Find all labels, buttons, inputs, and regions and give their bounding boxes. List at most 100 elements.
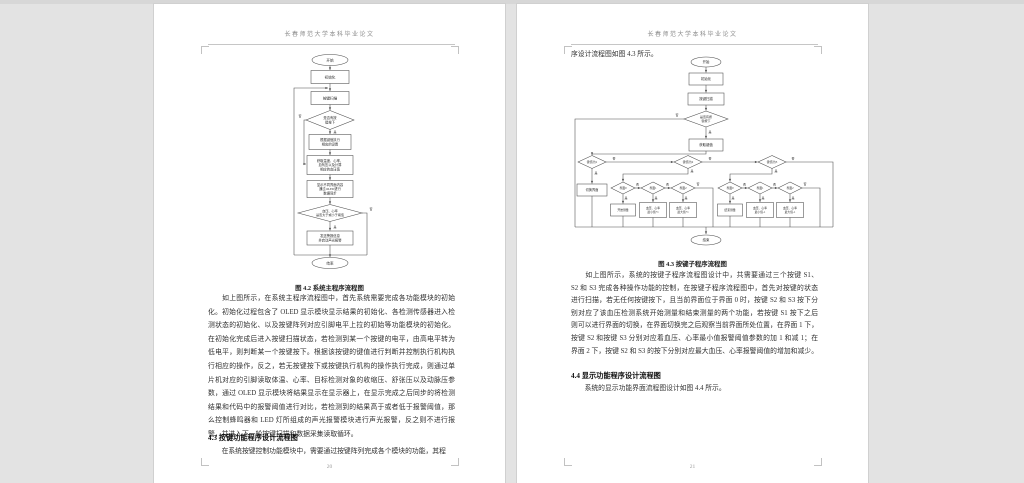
svg-text:血压、心率: 血压、心率 — [646, 206, 660, 210]
svg-text:否: 否 — [666, 183, 669, 187]
svg-text:是: 是 — [731, 195, 734, 200]
svg-text:初始化: 初始化 — [325, 74, 336, 79]
svg-text:键值为3: 键值为3 — [767, 159, 778, 164]
svg-text:发送警报信息: 发送警报信息 — [320, 233, 340, 238]
svg-text:并启动声光报警: 并启动声光报警 — [318, 237, 342, 242]
svg-text:是: 是 — [690, 168, 693, 173]
figure-caption-4-3: 图 4.3 按键子程序流程图 — [658, 261, 727, 268]
svg-text:是: 是 — [333, 224, 336, 229]
text-boundary-corner-top-left — [201, 46, 209, 54]
svg-text:最小值-1: 最小值-1 — [755, 210, 766, 214]
text-boundary-corner-bottom-right — [814, 458, 822, 466]
svg-text:根据键值执行: 根据键值执行 — [320, 137, 340, 142]
paragraph-line: 低电平，则判断某一个按键按下。根据该按键的键值进行判断并控制执行机构执 — [208, 349, 455, 357]
svg-text:否: 否 — [708, 157, 711, 161]
svg-text:否: 否 — [743, 183, 746, 187]
paragraph-line: 在初始化完成后进入按键扫描状态，若检测到某一个按键的电平，由高电平转为 — [208, 335, 455, 343]
svg-text:是: 是 — [594, 170, 597, 175]
header-underline — [208, 44, 455, 45]
text-boundary-corner-top-right — [451, 46, 459, 54]
svg-text:是否有按: 是否有按 — [700, 114, 712, 119]
svg-text:血压、心率: 血压、心率 — [783, 206, 797, 210]
svg-text:是: 是 — [761, 195, 764, 200]
svg-text:获取键值: 获取键值 — [699, 142, 713, 147]
svg-text:最小值+1: 最小值+1 — [647, 210, 659, 214]
svg-text:按键扫描: 按键扫描 — [323, 95, 338, 100]
page-number: 21 — [689, 464, 696, 470]
page-21: 长春师范大学本科毕业论文 序设计流程图如图 4.3 所示。 开始初始化按键扫描是… — [517, 4, 868, 483]
viewer-top-strip — [0, 0, 1024, 4]
svg-text:界面1: 界面1 — [650, 186, 658, 190]
svg-text:否: 否 — [612, 157, 615, 161]
paragraph-line: S2 和 S3 完成各种操作功能的控制，在按键子程序流程图中，首先对按键的状态 — [571, 284, 818, 292]
paragraph-line: 结果和代码中的报警阈值进行对比，若检测到的结果高于或者低于报警阈值，那 — [208, 403, 455, 411]
svg-text:血压、心率: 血压、心率 — [676, 206, 690, 210]
svg-text:结束: 结束 — [703, 237, 710, 242]
page-header-title: 长春师范大学本科毕业论文 — [284, 32, 375, 38]
text-boundary-corner-bottom-left — [201, 458, 209, 466]
paragraph-line: 界面 2 下，按键 S2 和 S3 的按下分别对应最大血压、心率报警阈值的增加和… — [571, 347, 818, 355]
svg-text:是: 是 — [684, 195, 687, 200]
paragraph-main-program: 如上图所示，在系统主程序流程图中，首先系统需要完成各功能模块的初始 化。初始化过… — [208, 292, 455, 442]
text-boundary-corner-top-right — [814, 46, 822, 54]
paragraph-key-subroutine: 如上图所示，系统的按键子程序流程图设计中，共需要通过三个按键 S1、 S2 和 … — [571, 270, 818, 358]
svg-text:最大值+1: 最大值+1 — [677, 210, 689, 214]
svg-text:血压、心率: 血压、心率 — [753, 206, 767, 210]
svg-text:相应的设置: 相应的设置 — [322, 141, 339, 146]
svg-text:是否有按: 是否有按 — [323, 115, 337, 120]
paragraph-line: 进行扫描，若无任何按键按下，且当前界面位于界面 0 时，按键 S2 和 S3 按… — [571, 297, 818, 305]
svg-text:结束: 结束 — [326, 260, 334, 265]
paragraph-line: 片机对应的引脚读取体温、心率、目标检测对象的收缩压、舒张压以及动脉压参 — [208, 376, 455, 384]
paragraph-line: 警，并进入下一轮按键扫描和数据采集读取循环。 — [208, 430, 358, 438]
paragraph-line: 数，通过 OLED 显示模块将结果显示在显示器上，在显示完成之后同步的将检测 — [208, 390, 455, 398]
continuation-line: 序设计流程图如图 4.3 所示。 — [571, 51, 658, 58]
svg-text:最大值-1: 最大值-1 — [785, 210, 796, 214]
section-body-line: 系统的显示功能界面流程图设计如图 4.4 所示。 — [571, 385, 726, 392]
paragraph-line: 测状态的初始化、以及按键阵列对应引脚电平上拉的初始等功能模块的初始化。 — [208, 322, 455, 330]
figure-caption-4-2: 图 4.2 系统主程序流程图 — [295, 285, 364, 292]
paragraph-line: 别对应了该血压检测系统开始测量和结束测量的两个功能，若按键 S1 按下之后 — [571, 309, 818, 317]
svg-text:界面2: 界面2 — [787, 186, 795, 190]
svg-text:按键扫描: 按键扫描 — [699, 96, 713, 101]
text-boundary-corner-bottom-left — [564, 458, 572, 466]
svg-text:是: 是 — [654, 195, 657, 200]
page-number: 20 — [326, 464, 333, 470]
svg-text:界面2: 界面2 — [680, 186, 688, 190]
svg-text:否: 否 — [369, 207, 372, 211]
section-body-line: 在系统按键控制功能模块中，需要通过按键阵列完成各个模块的功能，其程 — [208, 448, 446, 455]
svg-text:血压、心率: 血压、心率 — [322, 208, 337, 213]
svg-text:否: 否 — [298, 114, 301, 118]
paragraph-line: 如上图所示，在系统主程序流程图中，首先系统需要完成各功能模块的初始 — [208, 295, 455, 302]
svg-text:键值为2: 键值为2 — [683, 159, 694, 164]
svg-text:血氧压以及计算: 血氧压以及计算 — [318, 162, 342, 167]
svg-text:键值为1: 键值为1 — [587, 159, 598, 164]
paragraph-line: 按键 S2 和按键 S3 分别对应着血压、心率最小值报警阈值参数的加 1 和减 … — [571, 334, 818, 342]
svg-text:结束测量: 结束测量 — [724, 208, 735, 212]
svg-text:界面1: 界面1 — [757, 186, 765, 190]
paragraph-line: 则可以进行界面的切换，在界面切换完之后观察当前界面所处位置，在界面 1 下， — [571, 322, 818, 330]
svg-text:开始: 开始 — [326, 57, 334, 62]
svg-text:键按下: 键按下 — [325, 119, 336, 124]
svg-text:是: 是 — [791, 195, 794, 200]
header-underline — [571, 44, 818, 45]
svg-text:键按下: 键按下 — [701, 118, 710, 123]
page-20: 长春师范大学本科毕业论文 开始初始化按键扫描是否有按键按下根据键值执行相应的设置… — [154, 4, 505, 483]
svg-text:切换界面: 切换界面 — [586, 187, 599, 192]
svg-text:界面0: 界面0 — [620, 186, 628, 190]
svg-text:开始测量: 开始测量 — [617, 208, 628, 212]
svg-text:通过OLED进行: 通过OLED进行 — [319, 186, 342, 191]
svg-text:否: 否 — [773, 183, 776, 187]
text-boundary-corner-top-left — [564, 46, 572, 54]
paragraph-line: 行相应的操作，反之，若无按键按下或按键执行机构的操作执行完成，则通过单 — [208, 362, 455, 370]
text-boundary-corner-bottom-right — [451, 458, 459, 466]
paragraph-line: 么控制蜂鸣器和 LED 灯所组成的声光报警模块进行声光报警，反之则不进行报 — [208, 417, 455, 425]
svg-text:获取温度、心率、: 获取温度、心率、 — [317, 158, 343, 163]
svg-text:数据同步: 数据同步 — [323, 191, 337, 196]
svg-text:是: 是 — [708, 129, 711, 134]
svg-text:是: 是 — [624, 195, 627, 200]
section-heading-4-4: 4.4 显示功能程序设计流程图 — [571, 372, 661, 380]
svg-text:是: 是 — [774, 168, 777, 173]
page-header-title: 长春师范大学本科毕业论文 — [647, 32, 738, 38]
svg-text:否: 否 — [696, 182, 699, 186]
